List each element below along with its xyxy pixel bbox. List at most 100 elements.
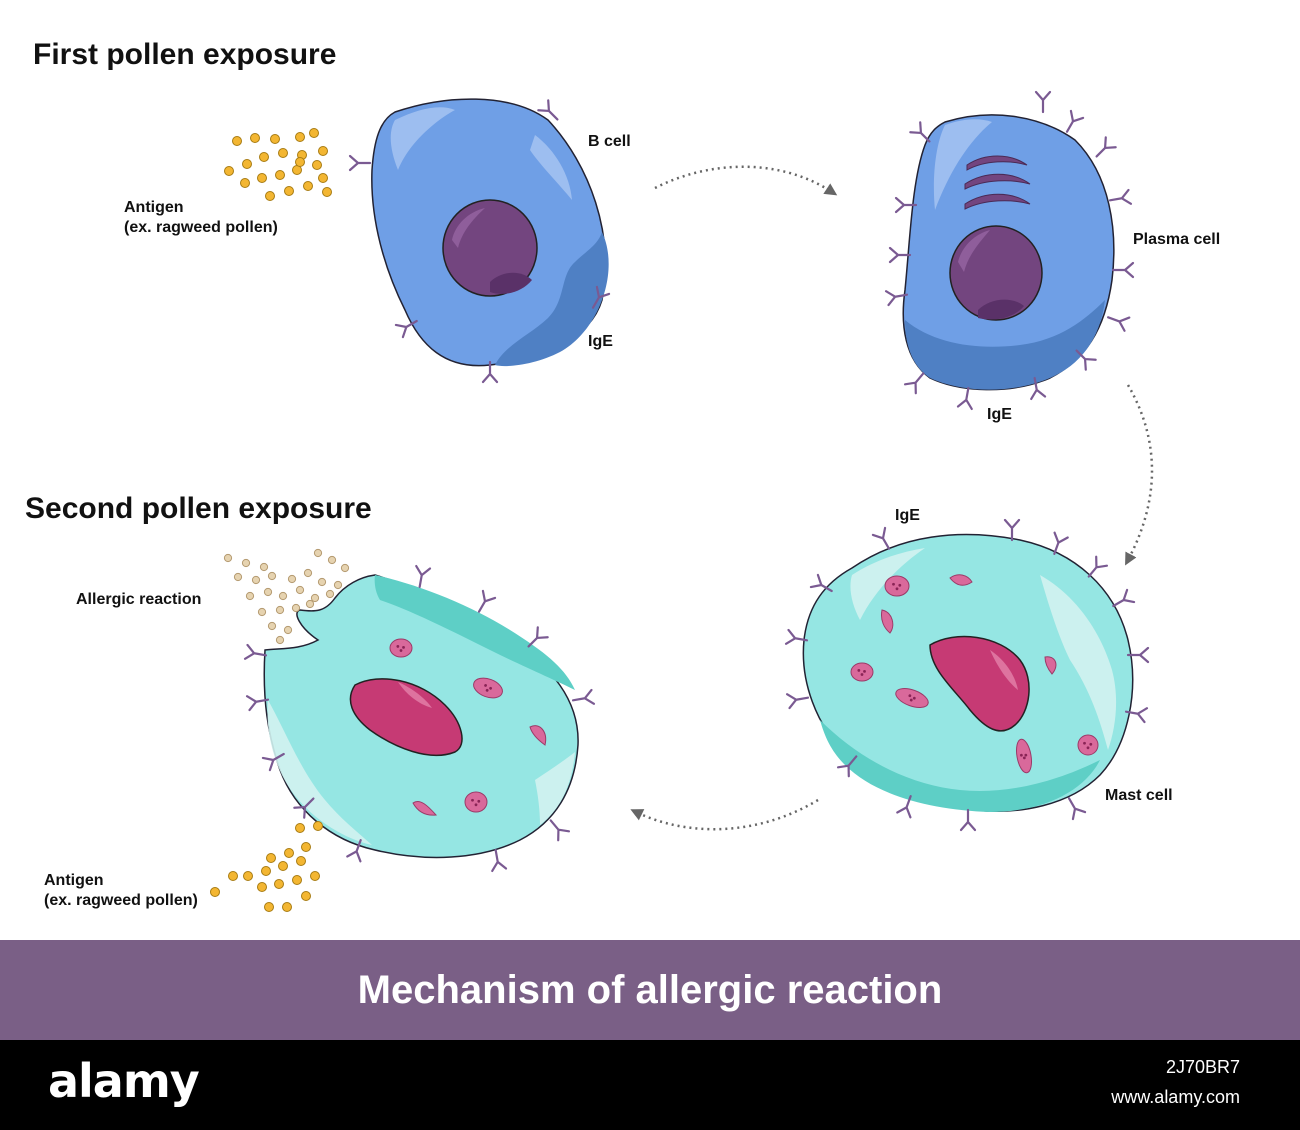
pollen-grain — [312, 160, 322, 170]
label-ige-plasma-cell: IgE — [987, 406, 1012, 423]
er-band — [966, 155, 1028, 171]
pollen-grain — [295, 585, 305, 595]
footer-logo: alamy — [48, 1054, 200, 1108]
pollen-grain — [303, 568, 313, 578]
mast-cell-nucleus-highlight — [990, 650, 1018, 690]
label-antigen-top: Antigen (ex. ragweed pollen) — [124, 198, 278, 238]
pollen-grain — [291, 603, 301, 613]
antibody — [243, 643, 268, 660]
label-allergic-reaction: Allergic reaction — [76, 591, 202, 608]
antibody — [415, 564, 432, 589]
pollen-grain — [250, 133, 260, 143]
pollen-grain — [313, 821, 323, 831]
antibody — [527, 626, 549, 648]
pollen-grain — [284, 186, 294, 196]
antibody — [1003, 518, 1021, 542]
antibody — [1108, 188, 1133, 205]
degranulating-cell-highlight — [267, 700, 372, 845]
granule — [884, 575, 910, 597]
plasma-cell-nucleus-highlight — [958, 230, 990, 272]
granule — [412, 801, 438, 816]
antibody — [591, 285, 611, 309]
antibody — [785, 693, 810, 710]
granule — [1077, 734, 1099, 756]
pollen-grain — [333, 580, 343, 590]
pollen-grain — [295, 132, 305, 142]
antibody — [1075, 349, 1097, 371]
pollen-grain — [305, 599, 315, 609]
antibody — [1126, 646, 1150, 664]
antibody — [394, 319, 418, 339]
mast-cell-highlight — [1040, 575, 1117, 750]
pollen-grain — [283, 625, 293, 635]
b-cell-shade — [495, 232, 609, 367]
pollen-grain — [309, 128, 319, 138]
antibody — [348, 154, 372, 172]
pollen-grain — [275, 635, 285, 645]
antibody — [571, 688, 596, 705]
pollen-grain — [301, 842, 311, 852]
degranulating-cell-shade — [374, 575, 575, 690]
pollen-grain — [325, 589, 335, 599]
antibody — [245, 695, 270, 712]
pollen-grain — [267, 571, 277, 581]
pollen-grain — [232, 136, 242, 146]
pollen-grain — [266, 853, 276, 863]
b-cell-highlight — [530, 135, 572, 200]
b-cell-highlight — [390, 107, 455, 170]
pollen-grain — [245, 591, 255, 601]
arrow-bcell-to-plasma — [654, 165, 838, 196]
pollen-grain — [243, 871, 253, 881]
pollen-grain — [259, 152, 269, 162]
pollen-grain — [240, 178, 250, 188]
pollen-grain — [295, 823, 305, 833]
antibody — [1111, 261, 1135, 279]
antibody — [1112, 588, 1136, 608]
arrow-mast-to-reaction — [630, 798, 819, 831]
watermark-footer: alamy 2J70BR7 www.alamy.com — [0, 1040, 1300, 1130]
antibody — [896, 795, 912, 819]
pollen-grain — [257, 173, 267, 183]
antibody — [477, 589, 497, 613]
antibody — [909, 121, 931, 143]
pollen-grain — [301, 891, 311, 901]
mast-cell-highlight — [850, 548, 925, 620]
diagram-stage: First pollen exposure Second pollen expo… — [25, 38, 1221, 912]
antibody — [956, 386, 973, 411]
pollen-grain — [261, 866, 271, 876]
antibody — [784, 628, 809, 645]
granule — [473, 677, 503, 699]
antibody — [903, 372, 925, 395]
pollen-grain — [257, 882, 267, 892]
antibody — [1030, 376, 1047, 401]
antibody — [346, 839, 362, 863]
pollen-grain — [296, 856, 306, 866]
label-antigen-top-line1: Antigen — [124, 199, 184, 216]
antibody — [537, 99, 559, 121]
pollen-grain — [233, 572, 243, 582]
granule — [1016, 738, 1032, 774]
antibody — [871, 526, 891, 550]
label-plasma-cell: Plasma cell — [1133, 231, 1221, 248]
degranulating-mast-cell — [243, 564, 596, 873]
granule — [881, 609, 894, 634]
antibody — [884, 290, 909, 307]
pollen-grain — [278, 861, 288, 871]
pollen-grain — [310, 593, 320, 603]
pollen-grain — [322, 187, 332, 197]
pollen-grain — [287, 574, 297, 584]
antibody — [481, 360, 499, 384]
pollen-grain — [295, 157, 305, 167]
pollen-grain — [340, 563, 350, 573]
granule — [850, 662, 874, 682]
antibody — [836, 755, 858, 778]
pollen-grain — [241, 558, 251, 568]
er-band — [964, 193, 1031, 210]
pollen-grain — [263, 587, 273, 597]
pollen-grain — [242, 159, 252, 169]
pollen-grain — [224, 166, 234, 176]
pollen-grain — [210, 887, 220, 897]
antibody — [549, 819, 571, 842]
mast-cell-shade — [820, 720, 1100, 812]
heading-second-exposure: Second pollen exposure — [25, 492, 372, 525]
